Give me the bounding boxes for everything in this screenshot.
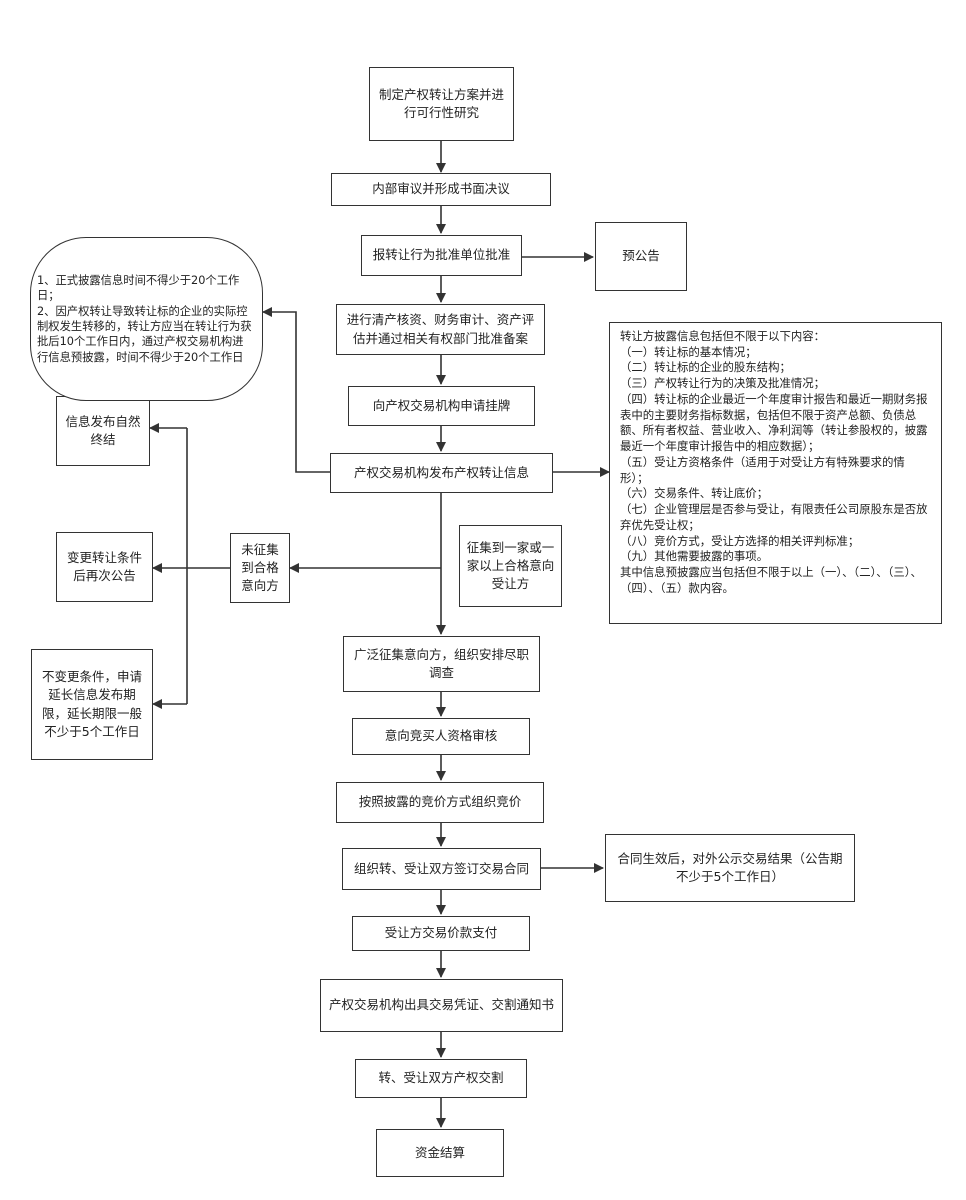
step-qualification-review: 意向竞买人资格审核: [352, 718, 530, 755]
arrow-to-oval-note: [262, 307, 330, 473]
step-sign-contract-label: 组织转、受让双方签订交易合同: [353, 860, 529, 876]
change-terms-label: 变更转让条件后再次公告: [66, 549, 142, 583]
step-bidding-label: 按照披露的竞价方式组织竞价: [358, 794, 522, 810]
step-apply-listing: 向产权交易机构申请挂牌: [348, 386, 535, 426]
step-apply-listing-label: 向产权交易机构申请挂牌: [372, 397, 511, 413]
step-collect-buyers: 广泛征集意向方，组织安排尽职调查: [343, 636, 540, 692]
end-info-label: 信息发布自然终结: [65, 413, 141, 447]
step-approval: 报转让行为批准单位批准: [361, 235, 522, 276]
step-settlement: 资金结算: [376, 1129, 504, 1177]
step-audit-assessment-label: 进行清产核资、财务审计、资产评估并通过相关有权部门批准备案: [346, 312, 535, 346]
step-payment: 受让方交易价款支付: [352, 916, 530, 951]
step-issue-certificate: 产权交易机构出具交易凭证、交割通知书: [320, 979, 563, 1032]
disclosure-content-box: 转让方披露信息包括但不限于以下内容： （一）转让标的基本情况； （二）转让标的企…: [609, 322, 942, 624]
contract-effect-label: 合同生效后，对外公示交易结果（公告期不少于5个工作日）: [617, 850, 843, 884]
step-property-delivery-label: 转、受让双方产权交割: [378, 1070, 504, 1086]
oval-note-text: 1、正式披露信息时间不得少于20个工作日； 2、因产权转让导致转让标的企业的实际…: [37, 273, 252, 364]
step-settlement-label: 资金结算: [414, 1144, 465, 1160]
oval-note: 1、正式披露信息时间不得少于20个工作日； 2、因产权转让导致转让标的企业的实际…: [30, 237, 263, 401]
change-terms-box: 变更转让条件后再次公告: [56, 532, 153, 602]
pre-announce-box: 预公告: [595, 222, 687, 291]
step-approval-label: 报转让行为批准单位批准: [372, 247, 511, 263]
not-collected-label: 未征集到合格意向方: [241, 541, 279, 594]
step-publish-info-label: 产权交易机构发布产权转让信息: [353, 464, 529, 480]
step-make-plan-label: 制定产权转让方案并进行可行性研究: [378, 86, 504, 120]
step-internal-review: 内部审议并形成书面决议: [331, 173, 551, 206]
step-internal-review-label: 内部审议并形成书面决议: [372, 181, 510, 197]
step-publish-info: 产权交易机构发布产权转让信息: [330, 453, 553, 493]
step-bidding: 按照披露的竞价方式组织竞价: [336, 782, 544, 823]
step-audit-assessment: 进行清产核资、财务审计、资产评估并通过相关有权部门批准备案: [336, 304, 545, 355]
disclosure-content-text: 转让方披露信息包括但不限于以下内容： （一）转让标的基本情况； （二）转让标的企…: [620, 329, 928, 595]
pre-announce-label: 预公告: [622, 248, 660, 264]
not-collected-box: 未征集到合格意向方: [230, 533, 290, 603]
step-payment-label: 受让方交易价款支付: [384, 925, 498, 941]
step-qualification-review-label: 意向竞买人资格审核: [384, 728, 498, 744]
qualified-buyer-box: 征集到一家或一家以上合格意向受让方: [459, 525, 562, 607]
step-make-plan: 制定产权转让方案并进行可行性研究: [369, 67, 514, 141]
contract-effect-box: 合同生效后，对外公示交易结果（公告期不少于5个工作日）: [605, 834, 855, 902]
step-property-delivery: 转、受让双方产权交割: [355, 1059, 527, 1098]
step-issue-certificate-label: 产权交易机构出具交易凭证、交割通知书: [328, 997, 554, 1013]
qualified-buyer-label: 征集到一家或一家以上合格意向受让方: [466, 539, 555, 592]
extend-period-box: 不变更条件，申请延长信息发布期限，延长期限一般不少于5个工作日: [31, 649, 153, 760]
step-sign-contract: 组织转、受让双方签订交易合同: [342, 848, 541, 890]
end-info-box: 信息发布自然终结: [56, 396, 150, 466]
step-collect-buyers-label: 广泛征集意向方，组织安排尽职调查: [353, 646, 529, 680]
extend-period-label: 不变更条件，申请延长信息发布期限，延长期限一般不少于5个工作日: [41, 669, 142, 739]
